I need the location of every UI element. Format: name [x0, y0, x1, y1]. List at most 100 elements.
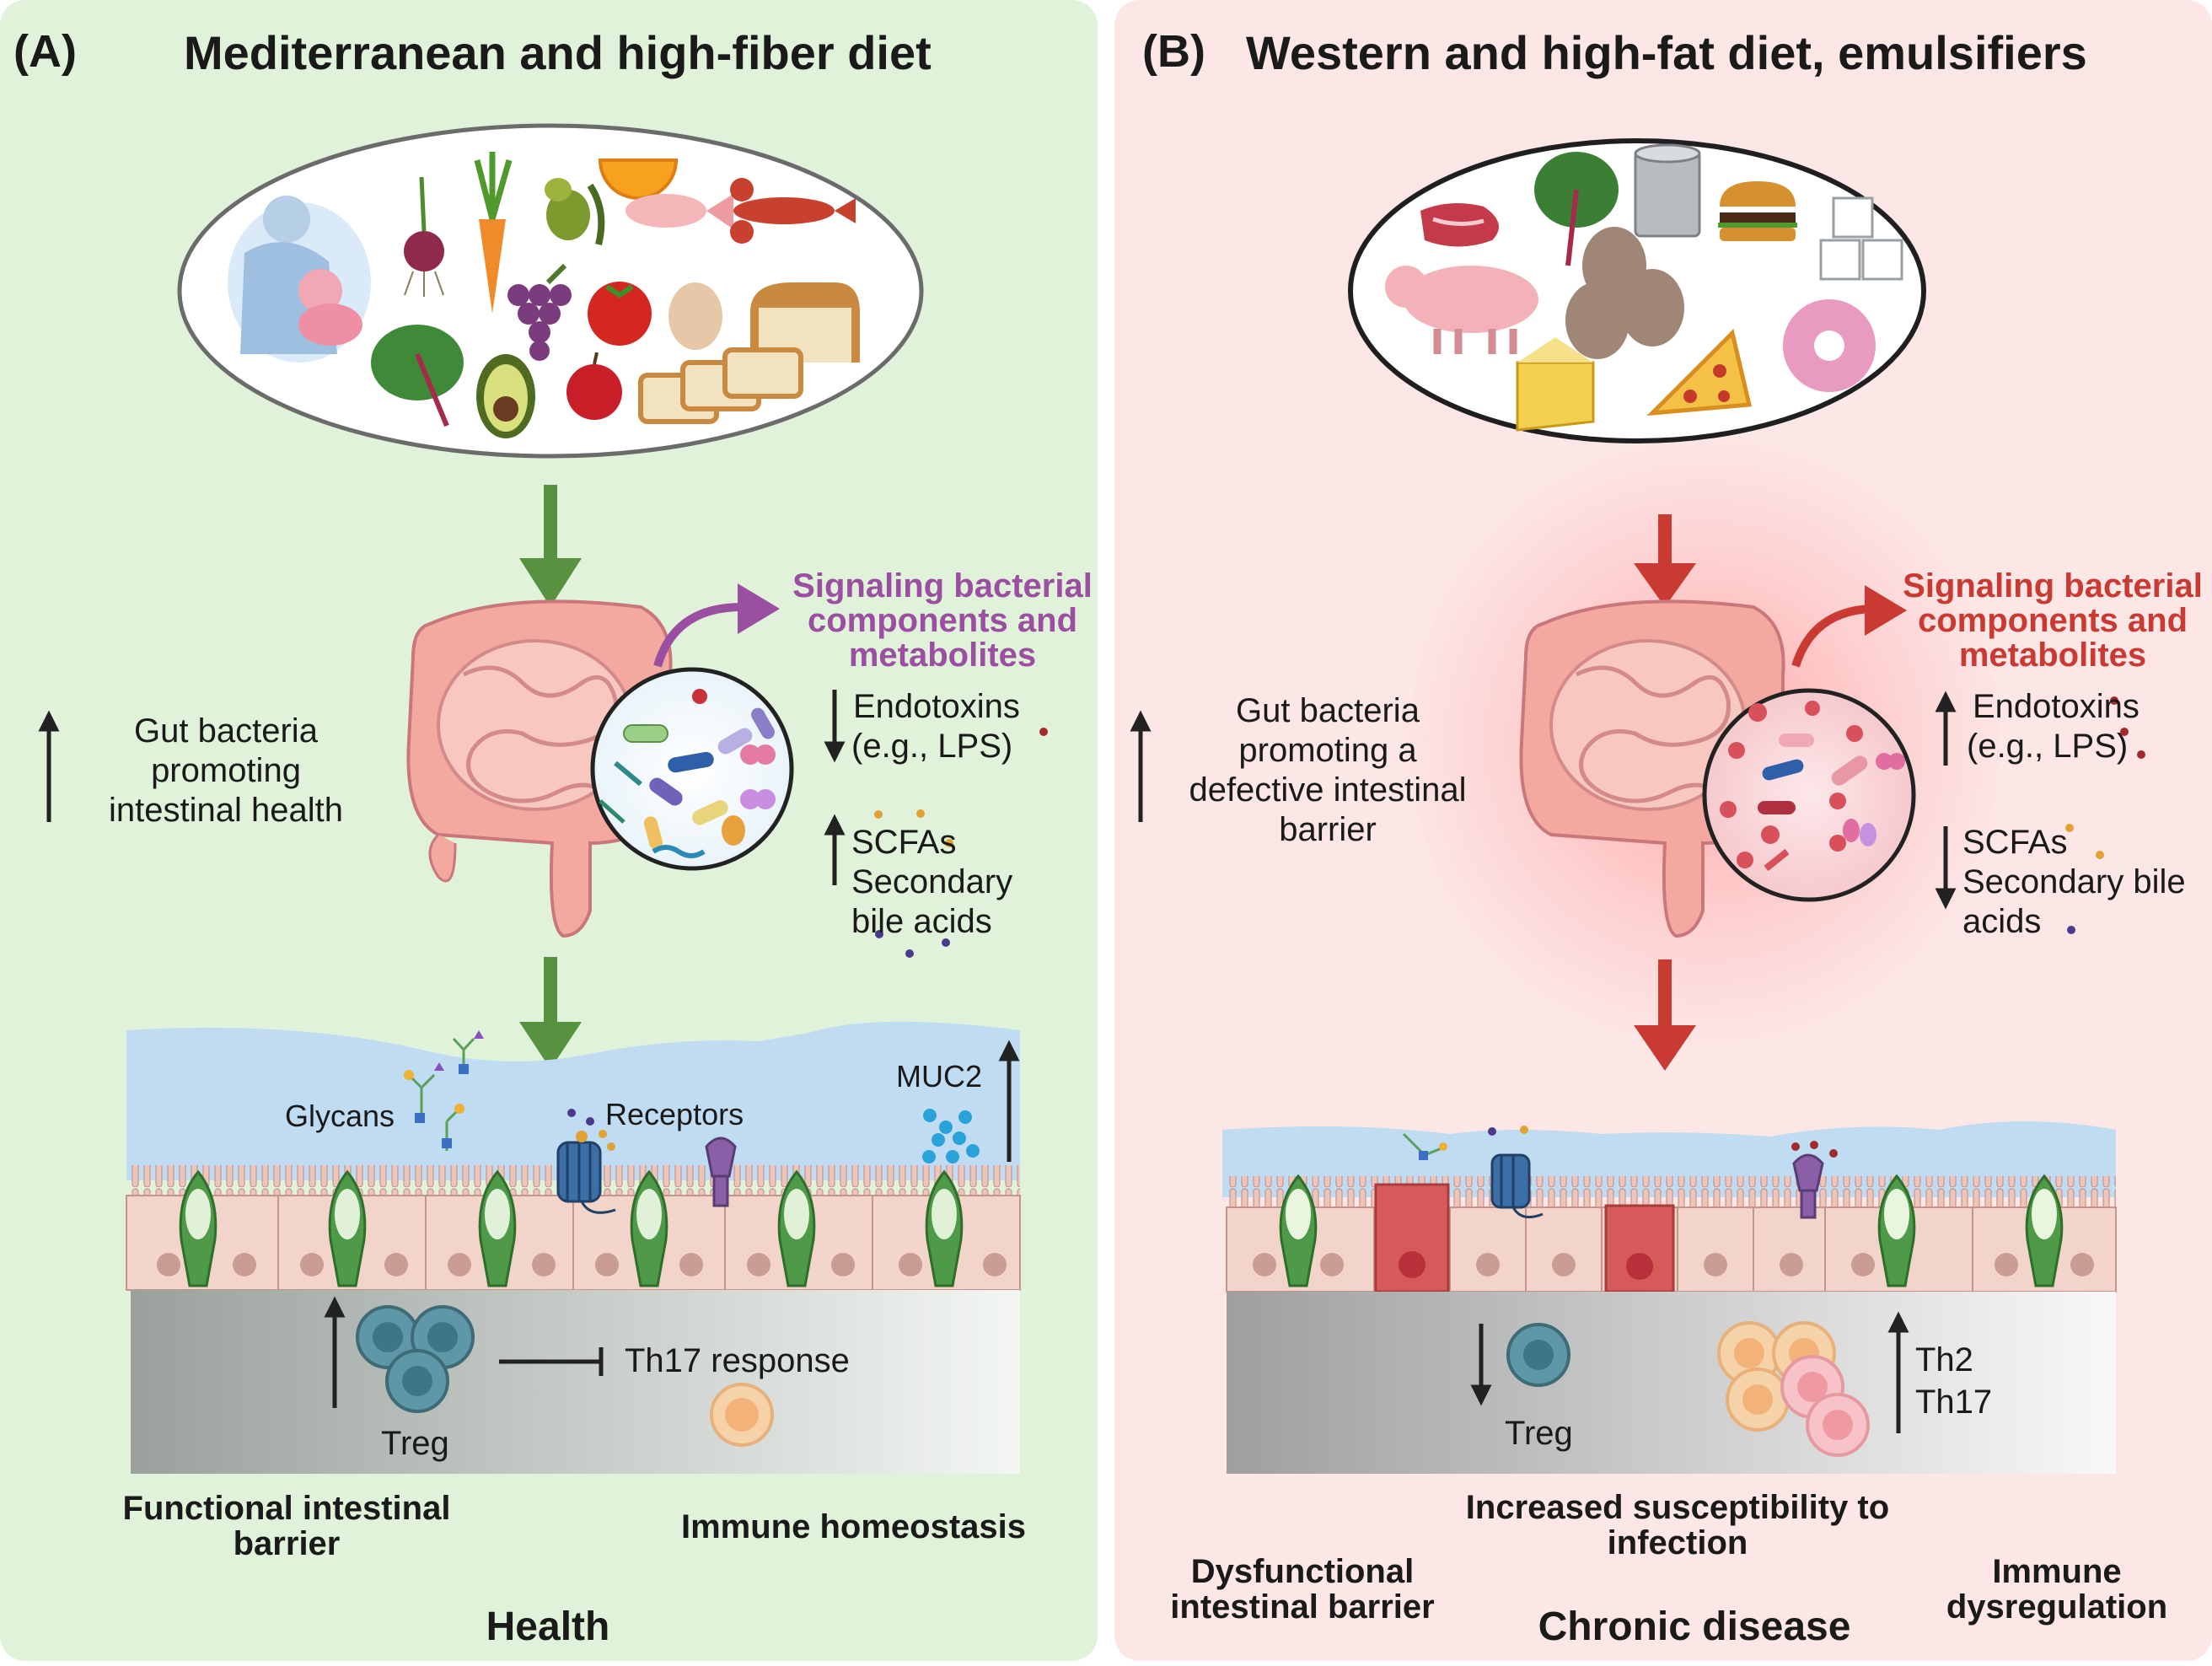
inhibition-arrow — [499, 1347, 604, 1376]
spinach-icon — [1534, 152, 1619, 266]
epithelium-a — [126, 1021, 1021, 1474]
gpcr-receptor-icon-b — [1488, 1126, 1544, 1219]
gut-bacteria-line3: intestinal health — [109, 792, 343, 829]
egg-icon — [668, 282, 722, 350]
panel-a-title: Mediterranean and high-fiber diet — [184, 26, 932, 79]
treg-label-b: Treg — [1505, 1415, 1573, 1452]
burger-icon — [1718, 181, 1797, 241]
gpcr-receptor-icon-a — [556, 1109, 616, 1214]
bread-icon — [638, 282, 860, 424]
epithelium-b — [1222, 1121, 2117, 1474]
th2-th17-cells-b — [1717, 1321, 1870, 1457]
red-arrow-down-2 — [1634, 959, 1696, 1071]
donut-icon — [1783, 299, 1876, 392]
functional-barrier-line2: barrier — [233, 1525, 341, 1562]
red-arrow-down-1 — [1634, 514, 1696, 607]
olive-icon — [545, 178, 605, 245]
dysfunctional-barrier-line1: Dysfunctional — [1190, 1553, 1415, 1590]
green-arrow-down-1 — [519, 485, 582, 607]
chard-icon — [371, 325, 464, 427]
signaling-line3-b: metabolites — [1958, 637, 2147, 674]
endotoxins-text-a: Endotoxins — [853, 688, 1020, 725]
scfas-label-b: SCFAs — [1962, 824, 2068, 861]
carrot-icon — [474, 152, 513, 314]
metabolite-dots-b — [2065, 696, 2145, 934]
avocado-icon — [476, 354, 535, 438]
infection-line2: infection — [1607, 1524, 1748, 1561]
receptors-label: Receptors — [605, 1097, 744, 1131]
pig-icon — [1385, 266, 1538, 354]
signaling-line3-a: metabolites — [848, 637, 1037, 674]
tlr-receptor-icon-b — [1791, 1141, 1838, 1219]
gut-bacteria-label-a: Gut bacteria promoting intestinal health — [89, 712, 363, 830]
bacteria-lumen-circle-b — [1702, 688, 1916, 902]
lps-label-b: (e.g., LPS) — [1967, 728, 2129, 765]
signaling-line1-b: Signaling bacterial — [1903, 567, 2203, 605]
secondary-label-a: Secondary — [851, 863, 1013, 900]
th2-label-b: Th2 — [1915, 1341, 1973, 1378]
signaling-label-b: Signaling bacterial components and metab… — [1901, 569, 2204, 673]
intestine-a — [406, 599, 673, 938]
tomato-icon — [588, 282, 652, 346]
sugar-cubes-icon — [1819, 196, 1903, 281]
signaling-arrow-b — [1791, 585, 1907, 668]
chronic-disease-outcome-label: Chronic disease — [1538, 1604, 1851, 1649]
muc2-dots — [922, 1109, 980, 1164]
signaling-arrow-a — [653, 583, 780, 668]
signaling-label-a: Signaling bacterial components and metab… — [791, 569, 1094, 673]
th17-response-label: Th17 response — [625, 1342, 850, 1379]
grapes-icon — [507, 263, 572, 361]
gut-bacteria-line1: Gut bacteria — [134, 712, 318, 750]
metabolite-dots-a — [874, 728, 1048, 958]
th17-label-b: Th17 — [1915, 1384, 1993, 1421]
pizza-icon — [1646, 329, 1753, 416]
gut-bacteria-line2-b: promoting a — [1238, 732, 1417, 769]
immune-dysregulation-label: Immune dysregulation — [1939, 1554, 2175, 1625]
mother-child-icon — [228, 196, 371, 363]
panel-b-letter: (B) — [1142, 26, 1205, 77]
endotoxins-label-a: Endotoxins — [853, 687, 1020, 727]
gut-bacteria-line2: promoting — [151, 752, 301, 789]
immune-dysregulation-line1: Immune — [1992, 1553, 2122, 1590]
acids-label-b: acids — [1962, 903, 2042, 940]
fish-icon — [625, 194, 733, 229]
glycans-label: Glycans — [285, 1099, 395, 1133]
eggs-icon — [1565, 227, 1684, 359]
treg-label-a: Treg — [381, 1425, 449, 1462]
dysfunctional-barrier-label: Dysfunctional intestinal barrier — [1159, 1554, 1446, 1625]
endotoxins-label-b: Endotoxins — [1973, 688, 2140, 725]
steak-icon — [1420, 203, 1499, 247]
treg-cells-a — [356, 1305, 475, 1413]
intestine-b — [1519, 599, 1785, 938]
gut-bacteria-line3-b: defective intestinal — [1189, 771, 1467, 809]
panel-b-title: Western and high-fat diet, emulsifiers — [1246, 26, 2087, 79]
immune-dysregulation-line2: dysregulation — [1946, 1588, 2168, 1626]
diet-foods-ellipse-a — [177, 123, 924, 459]
signaling-line2-a: components and — [807, 602, 1078, 639]
scfas-label-a: SCFAs — [851, 824, 957, 861]
gut-bacteria-line1-b: Gut bacteria — [1236, 692, 1420, 729]
gut-bacteria-line4-b: barrier — [1279, 811, 1377, 848]
panel-a-letter: (A) — [13, 26, 77, 77]
can-icon — [1634, 143, 1701, 238]
cheese-icon — [1516, 337, 1595, 432]
diet-foods-ellipse-b — [1348, 138, 1926, 443]
apple-icon — [566, 352, 622, 420]
infection-line1: Increased susceptibility to — [1465, 1489, 1890, 1526]
tlr-receptor-icon-a — [705, 1137, 737, 1207]
secondary-bile-label-b: Secondary bile — [1962, 863, 2186, 900]
health-outcome-label: Health — [486, 1604, 610, 1649]
lobster-icon — [730, 178, 856, 244]
functional-barrier-line1: Functional intestinal — [122, 1490, 451, 1527]
bile-acids-label-a: bile acids — [851, 903, 992, 940]
signaling-line1-a: Signaling bacterial — [792, 567, 1093, 605]
functional-barrier-label: Functional intestinal barrier — [118, 1491, 455, 1561]
immune-homeostasis-label: Immune homeostasis — [681, 1508, 1027, 1545]
signaling-line2-b: components and — [1917, 602, 2188, 639]
infection-label-b: Increased susceptibility to infection — [1433, 1490, 1922, 1561]
bacteria-lumen-circle-a — [590, 667, 794, 871]
gut-bacteria-label-b: Gut bacteria promoting a defective intes… — [1168, 691, 1488, 850]
th17-cell-a — [710, 1383, 774, 1447]
green-arrow-down-2 — [519, 957, 582, 1069]
